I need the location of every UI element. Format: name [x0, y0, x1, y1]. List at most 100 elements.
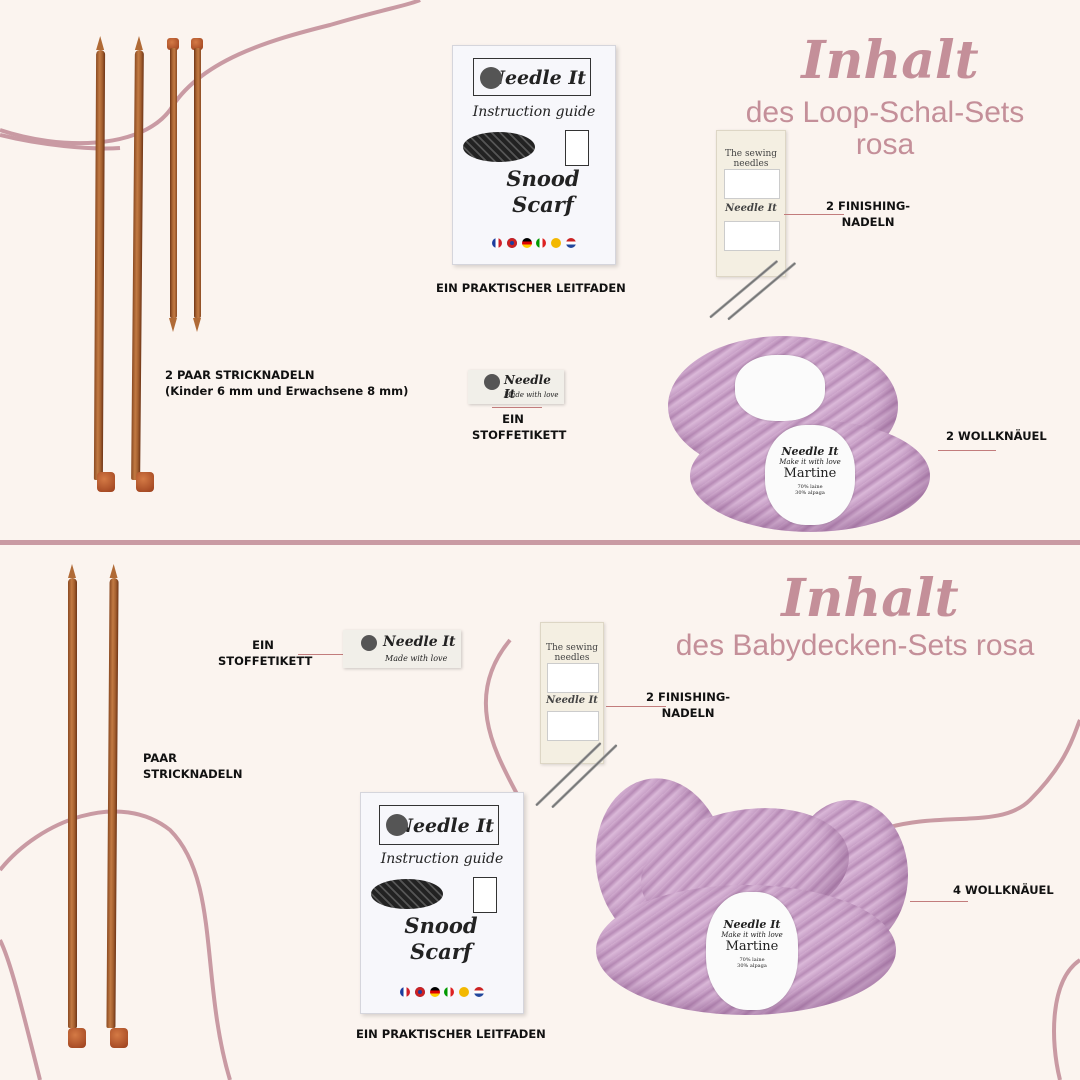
instruction-guide-text: Instruction guide	[472, 104, 596, 120]
yarn-composition-1: 70% laine	[739, 957, 765, 963]
instruction-guide-text: Instruction guide	[380, 851, 504, 867]
section-divider	[0, 540, 1080, 545]
tag-label-line1: EIN	[502, 412, 524, 426]
fabric-label-tag: Needle It Made with love	[343, 630, 461, 668]
needles-pack-illustration	[565, 130, 589, 166]
flag-fr-icon	[491, 238, 502, 248]
yarn-composition-1: 70% laine	[797, 484, 823, 490]
finishing-leader-line	[606, 706, 666, 707]
yarn-composition-2: 30% alpaga	[737, 963, 767, 969]
needles-label: 2 PAAR STRICKNADELN (Kinder 6 mm und Erw…	[165, 367, 408, 399]
needle-cap	[97, 472, 115, 492]
knitting-needle	[194, 48, 201, 318]
yarn-ball-icon	[361, 635, 377, 651]
yarn-ball-icon	[484, 374, 500, 390]
tag-leader-line	[492, 407, 542, 408]
booklet-title-line2: Scarf	[410, 939, 472, 964]
sewing-needles-box: The sewing needles Needle It	[540, 622, 604, 764]
booklet-title: Snood Scarf	[391, 913, 491, 965]
needle-cap	[167, 38, 179, 50]
box-window	[723, 169, 781, 199]
box-text: The sewing needles	[724, 149, 778, 169]
yarn-name: Martine	[783, 466, 837, 481]
yarn-band: Needle It Make it with love Martine 70% …	[706, 892, 798, 1010]
section1-subheading-line1: des Loop-Schal-Sets	[745, 96, 1025, 129]
flag-de-icon	[429, 987, 440, 997]
flag-de-icon	[521, 238, 532, 248]
guide-label: EIN PRAKTISCHER LEITFADEN	[436, 281, 626, 295]
yarn-brand: Needle It	[781, 445, 839, 458]
finishing-label-line2: NADELN	[661, 706, 715, 720]
flag-it-icon	[536, 238, 547, 248]
needle-cap	[110, 1028, 128, 1048]
finishing-leader-line	[784, 214, 844, 215]
needle-cap	[136, 472, 154, 492]
yarn-slogan: Make it with love	[721, 931, 783, 939]
sewing-needles-box: The sewing needles Needle It	[716, 130, 786, 277]
wool-leader-line	[938, 450, 996, 451]
flag-nl-icon	[566, 238, 577, 248]
finishing-label: 2 FINISHING- NADELN	[826, 198, 910, 230]
yarn-ball-icon	[386, 814, 408, 836]
section2-heading: Inhalt	[781, 568, 959, 629]
scarf-illustration	[371, 879, 443, 909]
knitting-needle	[68, 564, 77, 1028]
booklet-title-line2: Scarf	[512, 192, 574, 217]
guide-label: EIN PRAKTISCHER LEITFADEN	[356, 1027, 546, 1041]
finishing-label-line1: 2 FINISHING-	[646, 690, 731, 704]
section1-heading: Inhalt	[801, 30, 979, 91]
scarf-illustration	[463, 132, 535, 162]
needles-label-line2: (Kinder 6 mm und Erwachsene 8 mm)	[165, 384, 409, 398]
tag-text: Made with love	[504, 391, 559, 399]
tag-text: Made with love	[385, 654, 448, 663]
box-text: The sewing needles	[545, 643, 599, 663]
yarn-band: Needle It Make it with love Martine 70% …	[765, 425, 855, 525]
brand-name: Needle It	[487, 67, 586, 89]
finishing-label-line2: NADELN	[841, 215, 895, 229]
yarn-brand: Needle It	[723, 918, 781, 931]
wool-label: 4 WOLLKNÄUEL	[953, 883, 1054, 897]
tag-leader-line	[298, 654, 343, 655]
box-brand: Needle It	[725, 203, 777, 214]
section2-subheading: des Babydecken-Sets rosa	[675, 629, 1035, 662]
yarn-composition-2: 30% alpaga	[795, 490, 825, 496]
language-flags	[361, 987, 523, 1000]
flag-nl-icon	[474, 987, 485, 997]
tag-brand: Needle It	[383, 634, 456, 650]
needle-cap	[68, 1028, 86, 1048]
yarn-band	[735, 355, 825, 421]
booklet-title-line1: Snood	[404, 913, 478, 938]
brand-logo: Needle It	[473, 58, 591, 96]
booklet-title: Snood Scarf	[493, 166, 593, 218]
wool-leader-line	[910, 901, 968, 902]
finishing-label-line1: 2 FINISHING-	[826, 199, 911, 213]
needles-label-line1: PAAR	[143, 751, 178, 765]
tag-brand: Needle It	[504, 373, 551, 401]
language-flags	[453, 238, 615, 251]
yarn-slogan: Make it with love	[779, 458, 841, 466]
brand-name: Needle It	[395, 815, 494, 837]
booklet-title-line1: Snood	[506, 166, 580, 191]
section1-subheading-line2: rosa	[855, 128, 915, 161]
fabric-label-tag: Needle It Made with love	[468, 370, 564, 404]
box-window	[547, 663, 599, 693]
instruction-booklet: Needle It Instruction guide Snood Scarf	[360, 792, 524, 1014]
flag-uk-icon	[506, 238, 517, 248]
box-window	[547, 711, 599, 741]
box-brand: Needle It	[546, 695, 598, 706]
tag-label: EIN STOFFETIKETT	[218, 637, 313, 669]
wool-label: 2 WOLLKNÄUEL	[946, 429, 1047, 443]
tag-label-line2: STOFFETIKETT	[472, 428, 567, 442]
box-window	[723, 221, 781, 251]
flag-fr-icon	[399, 987, 410, 997]
yarn-ball-icon	[480, 67, 502, 89]
tag-label: EIN STOFFETIKETT	[472, 411, 567, 443]
flag-es-icon	[551, 238, 562, 248]
tag-label-line2: STOFFETIKETT	[218, 654, 313, 668]
needles-label-line2: STRICKNADELN	[143, 767, 243, 781]
flag-uk-icon	[414, 987, 425, 997]
needles-label-line1: 2 PAAR STRICKNADELN	[165, 368, 315, 382]
finishing-label: 2 FINISHING- NADELN	[646, 689, 730, 721]
brand-logo: Needle It	[379, 805, 499, 845]
